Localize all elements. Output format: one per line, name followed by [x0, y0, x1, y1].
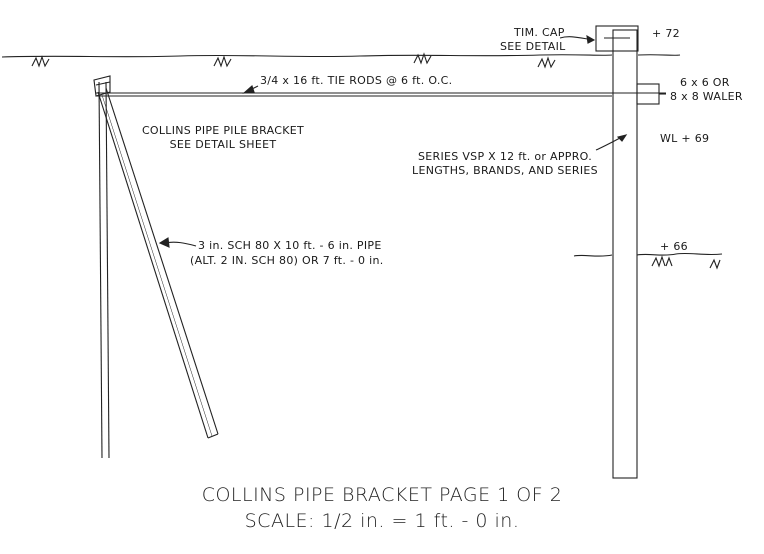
pipe-label-line2: (ALT. 2 IN. SCH 80) OR 7 ft. - 0 in. [190, 254, 384, 267]
sheet-pile [612, 29, 638, 479]
timber-cap [595, 25, 639, 52]
drawing-title: COLLINS PIPE BRACKET PAGE 1 OF 2 [201, 484, 563, 506]
pipe-label-line1: 3 in. SCH 80 X 10 ft. - 6 in. PIPE [198, 239, 382, 252]
bracket-top [93, 75, 111, 97]
see-detail-label: SEE DETAIL [500, 40, 566, 53]
water-level-label: WL + 69 [660, 132, 710, 145]
series-label-line1: SERIES VSP X 12 ft. or APPRO. [418, 150, 592, 163]
pipe-pile-left [98, 81, 103, 459]
ground-line-right [637, 54, 681, 56]
ground-line [1, 54, 613, 58]
drawing-scale: SCALE: 1/2 in. = 1 ft. - 0 in. [244, 510, 520, 532]
grass-tufts [31, 52, 556, 69]
elevation-66-label: + 66 [660, 240, 688, 253]
brace-pipe-right [105, 87, 219, 435]
brace-pipe-left [97, 91, 209, 439]
waler-label-line1: 6 x 6 OR [680, 76, 730, 89]
bracket-label-line1: COLLINS PIPE PILE BRACKET [141, 124, 305, 137]
elevation-72-label: + 72 [652, 27, 680, 40]
pipe-pile-right [105, 81, 110, 459]
tim-cap-label: TIM. CAP [514, 26, 565, 39]
tie-rods-label: 3/4 x 16 ft. TIE RODS @ 6 ft. O.C. [260, 74, 453, 87]
mudline [573, 252, 723, 257]
series-label-line2: LENGTHS, BRANDS, AND SERIES [412, 164, 598, 177]
waler-label-line2: 8 x 8 WALER [670, 90, 743, 103]
bracket-label-line2: SEE DETAIL SHEET [169, 138, 277, 151]
waler [636, 83, 660, 105]
mud-tufts [651, 255, 721, 270]
